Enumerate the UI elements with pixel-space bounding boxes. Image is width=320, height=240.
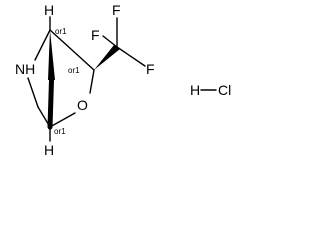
- bond-c7-c4-bold: [47, 77, 54, 130]
- bond-c3-c1: [49, 29, 95, 71]
- bond-c-f-right: [116, 46, 146, 67]
- bond-c4-o: [49, 112, 76, 128]
- bond-n-c6: [27, 77, 39, 108]
- atom-o: O: [77, 97, 88, 113]
- bond-c3-cf3-wedge: [94, 45, 120, 70]
- atom-nh: NH: [15, 61, 35, 77]
- bond-c1-c7-wedge: [48, 30, 55, 80]
- bond-c1-n: [34, 29, 51, 61]
- atom-h-hcl: H: [190, 82, 200, 98]
- stereo-label-c4: or1: [54, 127, 66, 136]
- stereo-label-c3: or1: [68, 66, 80, 75]
- bond-o-c3: [89, 69, 95, 94]
- bond-c-f-left: [102, 35, 118, 48]
- atom-f-top: F: [112, 2, 121, 18]
- atom-h-top: H: [44, 2, 54, 18]
- atom-h-bottom: H: [44, 142, 54, 158]
- atom-f-right: F: [146, 61, 155, 77]
- stereo-label-c1: or1: [55, 27, 67, 36]
- atom-f-left: F: [91, 27, 100, 43]
- structure-diagram: H NH O H F F F H Cl or1 or1 or1: [15, 2, 231, 158]
- atom-cl: Cl: [218, 82, 231, 98]
